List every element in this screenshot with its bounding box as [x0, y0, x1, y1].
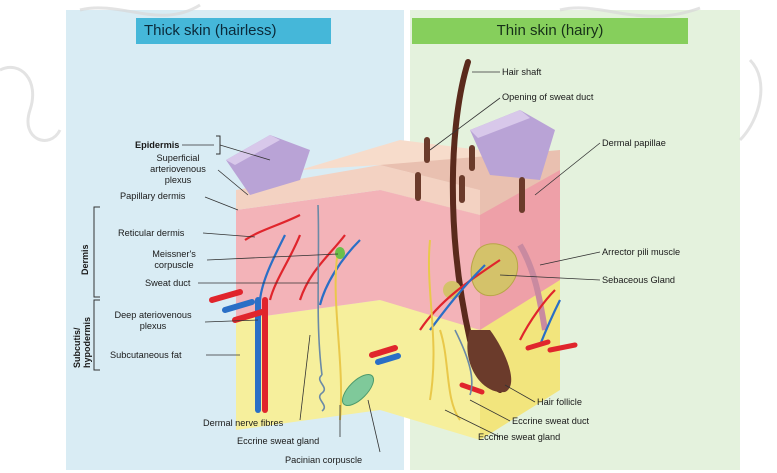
label-superficial-plexus-line1: Superficial — [138, 153, 218, 164]
label-sebaceous-gland: Sebaceous Gland — [602, 275, 675, 286]
label-superficial-plexus-line3: plexus — [138, 175, 218, 186]
label-arrector-pili: Arrector pili muscle — [602, 247, 680, 258]
meissner-corpuscle — [335, 247, 345, 259]
label-epidermis: Epidermis — [135, 140, 179, 151]
label-hair-follicle: Hair follicle — [537, 397, 582, 408]
label-deep-plexus-line2: plexus — [100, 321, 206, 332]
label-hair-shaft: Hair shaft — [502, 67, 541, 78]
label-reticular-dermis: Reticular dermis — [118, 228, 184, 239]
label-papillary-dermis: Papillary dermis — [120, 191, 185, 202]
label-meissners-corpuscle: Meissner's corpuscle — [140, 249, 208, 271]
label-meissners-line1: Meissner's — [140, 249, 208, 260]
label-sweat-duct: Sweat duct — [145, 278, 190, 289]
label-eccrine-sweat-gland-right: Eccrine sweat gland — [478, 432, 560, 443]
watermark-outline — [0, 5, 761, 140]
label-opening-sweat-duct: Opening of sweat duct — [502, 92, 593, 103]
label-meissners-line2: corpuscle — [140, 260, 208, 271]
label-dermal-nerve-fibres: Dermal nerve fibres — [203, 418, 283, 429]
label-subcutis-line1: Subcutis/ — [72, 317, 82, 368]
label-subcutis-line2: hypodermis — [82, 317, 92, 368]
label-superficial-plexus-line2: arteriovenous — [138, 164, 218, 175]
label-deep-plexus: Deep ateriovenous plexus — [100, 310, 206, 332]
label-superficial-plexus: Superficial arteriovenous plexus — [138, 153, 218, 186]
label-subcutis-vertical: Subcutis/ hypodermis — [72, 317, 92, 368]
label-dermis-vertical: Dermis — [80, 244, 90, 275]
label-eccrine-sweat-gland-left: Eccrine sweat gland — [237, 436, 319, 447]
label-subcutaneous-fat: Subcutaneous fat — [110, 350, 182, 361]
label-pacinian-corpuscle: Pacinian corpuscle — [285, 455, 362, 466]
label-eccrine-sweat-duct: Eccrine sweat duct — [512, 416, 589, 427]
label-dermal-papillae: Dermal papillae — [602, 138, 666, 149]
label-deep-plexus-line1: Deep ateriovenous — [100, 310, 206, 321]
